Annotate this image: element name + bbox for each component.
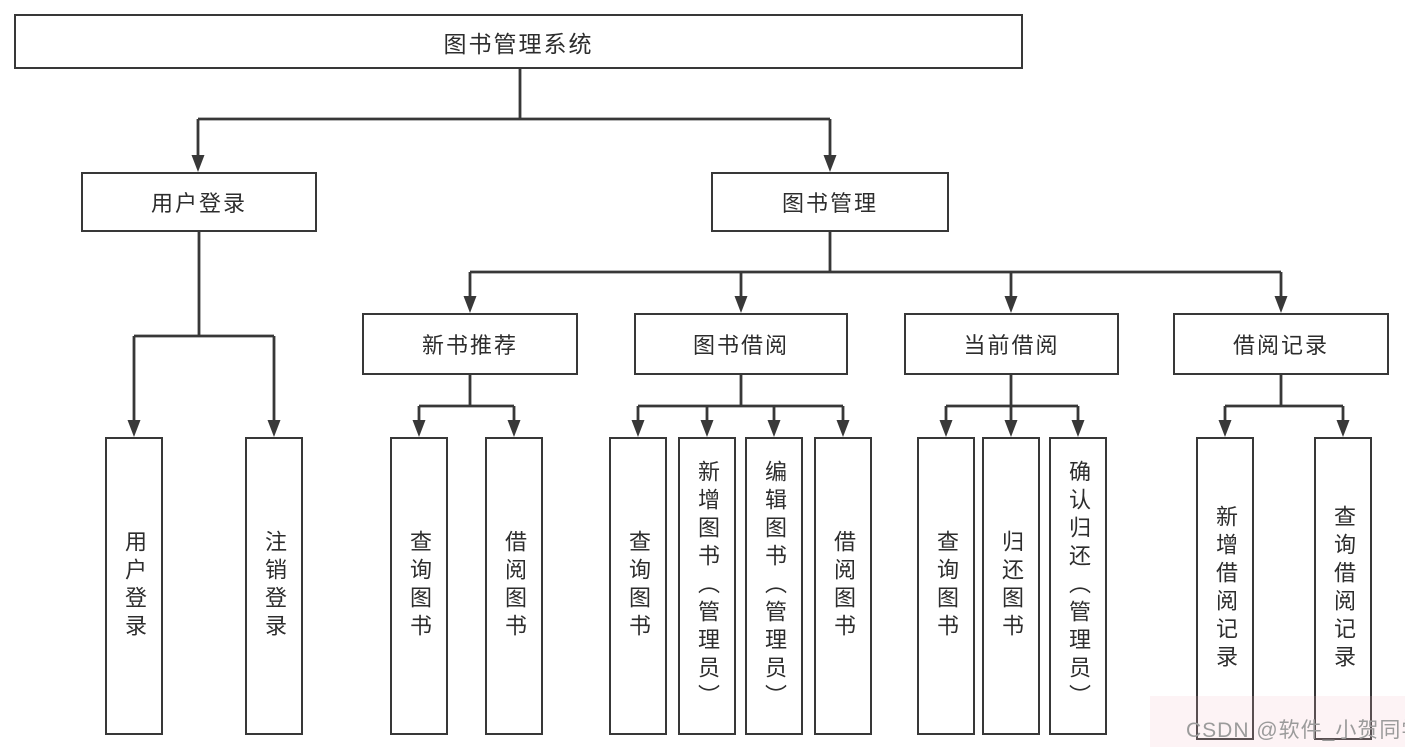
node-new-book-recommend: 新书推荐 (362, 313, 578, 375)
leaf-user-login: 用户登录 (105, 437, 163, 735)
leaf-query-book-2: 查询图书 (609, 437, 667, 735)
leaf-add-borrow-record: 新增借阅记录 (1196, 437, 1254, 740)
node-current-borrow: 当前借阅 (904, 313, 1119, 375)
watermark: CSDN @软件_小贺同学 (1186, 719, 1405, 742)
node-current-borrow-label: 当前借阅 (963, 333, 1060, 358)
leaf-add-book: 新增图书（管理员） (678, 437, 736, 735)
node-book-borrow-label: 图书借阅 (692, 333, 789, 358)
node-user-login-label: 用户登录 (150, 191, 247, 216)
leaf-confirm-return-label: 确认归还（管理员） (1066, 460, 1091, 712)
leaf-query-book-3: 查询图书 (917, 437, 975, 735)
leaf-query-book-1-label: 查询图书 (407, 530, 432, 642)
node-user-login: 用户登录 (81, 172, 317, 232)
leaf-return-book: 归还图书 (982, 437, 1040, 735)
leaf-query-book-3-label: 查询图书 (934, 530, 959, 642)
node-book-management-label: 图书管理 (781, 191, 878, 216)
leaf-add-borrow-record-label: 新增借阅记录 (1213, 504, 1238, 673)
node-borrow-records-label: 借阅记录 (1232, 333, 1329, 358)
leaf-user-login-label: 用户登录 (122, 530, 147, 642)
leaf-add-book-label: 新增图书（管理员） (695, 460, 720, 712)
node-book-borrow: 图书借阅 (634, 313, 848, 375)
leaf-borrow-book-1-label: 借阅图书 (502, 530, 527, 642)
leaf-edit-book: 编辑图书（管理员） (745, 437, 803, 735)
node-book-management: 图书管理 (711, 172, 949, 232)
node-root-label: 图书管理系统 (443, 30, 594, 57)
node-borrow-records: 借阅记录 (1173, 313, 1389, 375)
leaf-confirm-return: 确认归还（管理员） (1049, 437, 1107, 735)
leaf-borrow-book-2: 借阅图书 (814, 437, 872, 735)
leaf-query-borrow-record-label: 查询借阅记录 (1331, 504, 1356, 673)
leaf-query-book-1: 查询图书 (390, 437, 448, 735)
leaf-query-borrow-record: 查询借阅记录 (1314, 437, 1372, 740)
leaf-logout-label: 注销登录 (262, 530, 287, 642)
leaf-return-book-label: 归还图书 (999, 530, 1024, 642)
leaf-logout: 注销登录 (245, 437, 303, 735)
node-new-book-recommend-label: 新书推荐 (421, 333, 518, 358)
leaf-borrow-book-2-label: 借阅图书 (831, 530, 856, 642)
leaf-edit-book-label: 编辑图书（管理员） (762, 460, 787, 712)
node-root: 图书管理系统 (14, 14, 1023, 69)
leaf-borrow-book-1: 借阅图书 (485, 437, 543, 735)
leaf-query-book-2-label: 查询图书 (626, 530, 651, 642)
